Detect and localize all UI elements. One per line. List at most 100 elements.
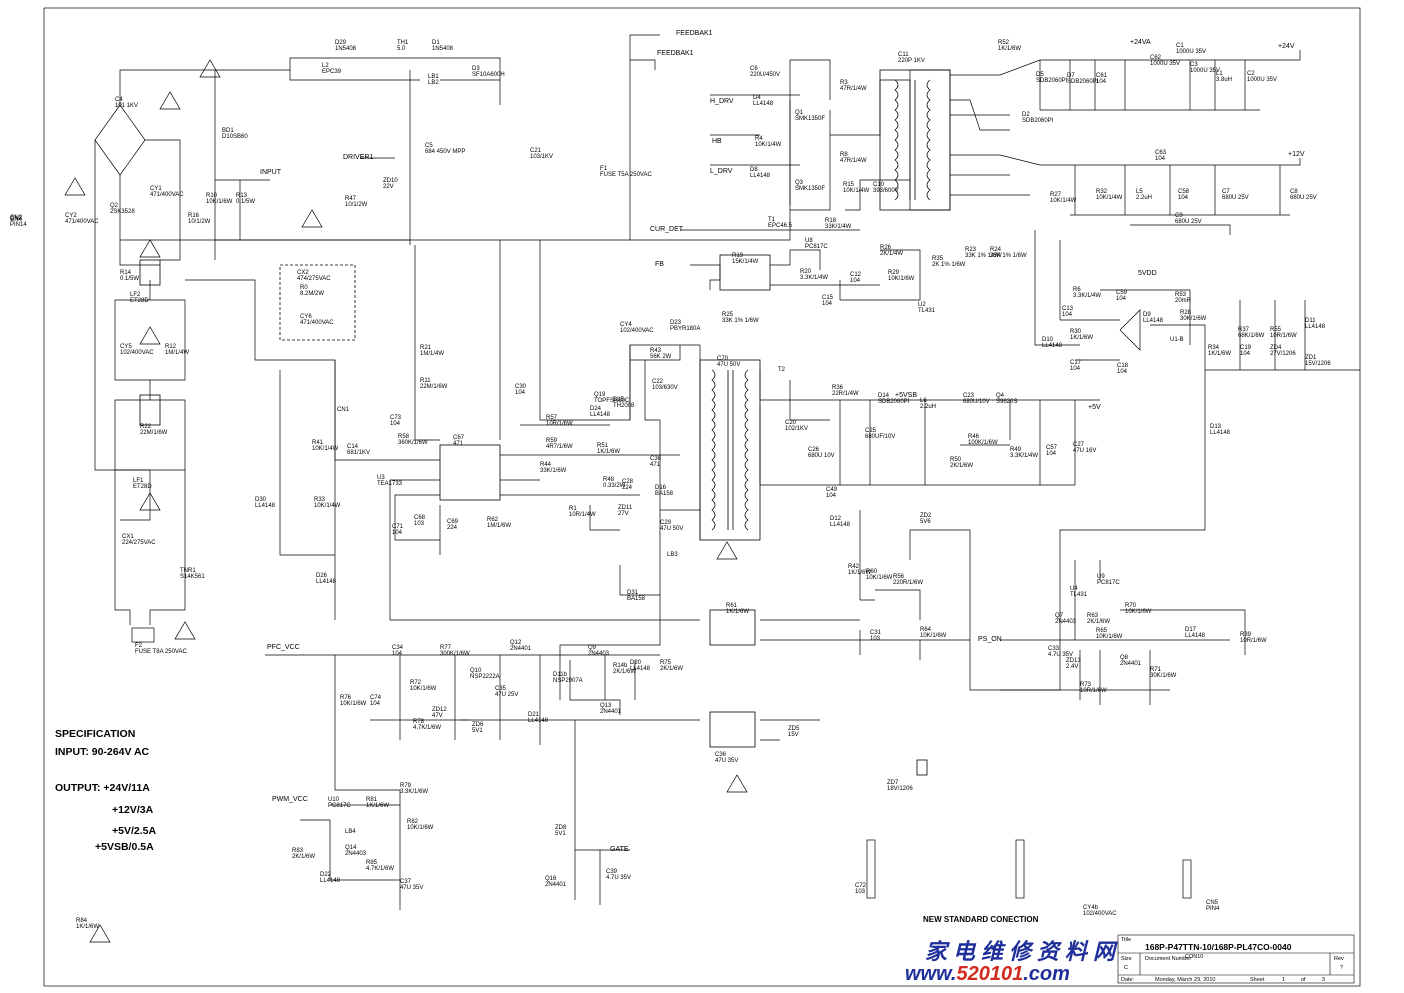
component-ref: D26 xyxy=(316,573,328,579)
component-ref: R58 xyxy=(398,434,410,440)
component-value: 102/400VAC xyxy=(120,350,154,356)
component-ref: C22 xyxy=(652,379,664,385)
component-ref: U1-B xyxy=(1170,337,1184,343)
component-value: 1N5408 xyxy=(335,46,357,52)
component-ref: R33 xyxy=(314,497,326,503)
component-value: 103/630V xyxy=(652,385,678,391)
component-ref: D17 xyxy=(1185,627,1197,633)
component-ref: L1 xyxy=(1216,71,1223,77)
component-value: 680U/10V xyxy=(963,399,990,405)
component-ref: R34 xyxy=(1208,345,1220,351)
date-value: Monday, March 29, 2010 xyxy=(1155,977,1216,983)
component-value: 393/600V xyxy=(873,188,899,194)
component-value: 47R/1/4W xyxy=(840,86,867,92)
component-ref: R44 xyxy=(540,462,552,468)
component-ref: R14b xyxy=(613,663,628,669)
component-ref: D24 xyxy=(590,406,602,412)
component-value: 33K 1% 1/6W xyxy=(722,318,759,324)
component-ref: R4 xyxy=(755,136,763,142)
component-ref: C33 xyxy=(1048,646,1060,652)
component-ref: R22 xyxy=(140,424,152,430)
net-fb: FB xyxy=(655,261,664,268)
component-ref: D14 xyxy=(878,393,890,399)
component-ref: R52 xyxy=(998,40,1010,46)
component-ref: C31 xyxy=(870,630,882,636)
component-value: BA158 xyxy=(627,596,646,602)
component-ref: C9 xyxy=(1175,213,1183,219)
component-ref: C38 xyxy=(650,456,662,462)
component-ref: LF2 xyxy=(130,292,141,298)
component-value: 10R/1/6W xyxy=(1270,333,1297,339)
component-value: 1N5408 xyxy=(432,46,454,52)
watermark-url-suffix: .com xyxy=(1023,963,1070,985)
component-value: 10/1/2W xyxy=(345,202,368,208)
component-ref: R77 xyxy=(440,645,452,651)
component-ref: R10 xyxy=(206,193,218,199)
drawing-title: 168P-P47TTN-10/168P-PL47CO-0040 xyxy=(1145,942,1292,952)
component-value: 10/1/2W xyxy=(188,219,211,225)
component-ref: C25 xyxy=(865,428,877,434)
component-value: 220P 1KV xyxy=(898,58,925,64)
net-feedbak1-b: FEEDBAK1 xyxy=(657,50,694,57)
component-ref: R37 xyxy=(1238,327,1250,333)
component-value: ET28D xyxy=(133,484,152,490)
component-value: 104 xyxy=(1155,156,1166,162)
component-ref: R6 xyxy=(1073,287,1081,293)
component-ref: ZD13 xyxy=(1066,658,1081,664)
component-value: 10K/1/6W xyxy=(920,633,947,639)
component-value: 104 xyxy=(1117,369,1128,375)
component-ref: D29 xyxy=(335,40,347,46)
component-value: 1K/1/6W xyxy=(76,924,100,930)
component-value: 10R/1/4W xyxy=(569,512,596,518)
component-value: 10K/1/4W xyxy=(312,446,339,452)
component-value: 2K/1/6W xyxy=(950,463,974,469)
component-value: SF10A600H xyxy=(472,72,505,78)
component-value: 2N4401 xyxy=(545,882,567,888)
component-ref: LB4 xyxy=(345,829,356,835)
component-ref: Q2 xyxy=(110,203,119,209)
component-ref: ZD5 xyxy=(788,726,800,732)
component-t2: T2 xyxy=(778,367,785,373)
component-ref: R0 xyxy=(300,285,308,291)
document-number: CON10 xyxy=(1185,954,1204,960)
component-ref: C72 xyxy=(855,883,867,889)
net-gate: GATE xyxy=(610,846,629,853)
component-value: 1K/1/6W xyxy=(726,609,750,615)
component-ref: R11 xyxy=(420,378,431,384)
